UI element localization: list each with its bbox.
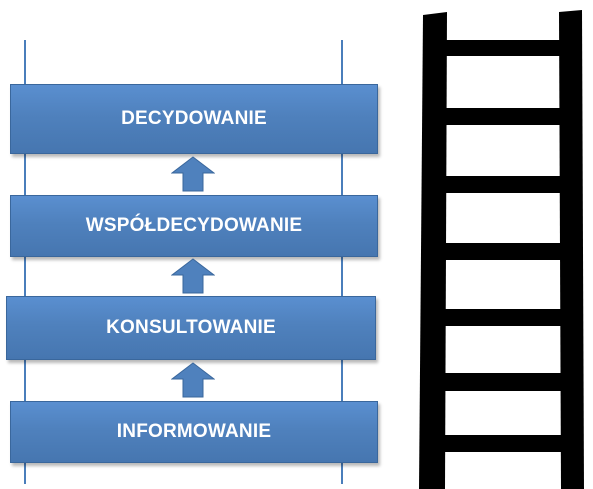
stage-label: DECYDOWANIE — [121, 108, 267, 129]
right-rail — [341, 40, 343, 484]
stage-decydowanie: DECYDOWANIE — [10, 84, 378, 154]
arrow-up-icon — [171, 258, 215, 294]
arrow-up-icon — [171, 156, 215, 192]
stage-wspoldecydowanie: WSPÓŁDECYDOWANIE — [10, 195, 378, 257]
stage-label: WSPÓŁDECYDOWANIE — [85, 215, 303, 236]
stage-konsultowanie: KONSULTOWANIE — [6, 296, 376, 360]
stage-informowanie: INFORMOWANIE — [10, 401, 378, 463]
arrow-up-icon — [171, 362, 215, 398]
stage-label: INFORMOWANIE — [116, 421, 272, 442]
left-rail — [24, 40, 26, 484]
stage-label: KONSULTOWANIE — [106, 317, 276, 338]
